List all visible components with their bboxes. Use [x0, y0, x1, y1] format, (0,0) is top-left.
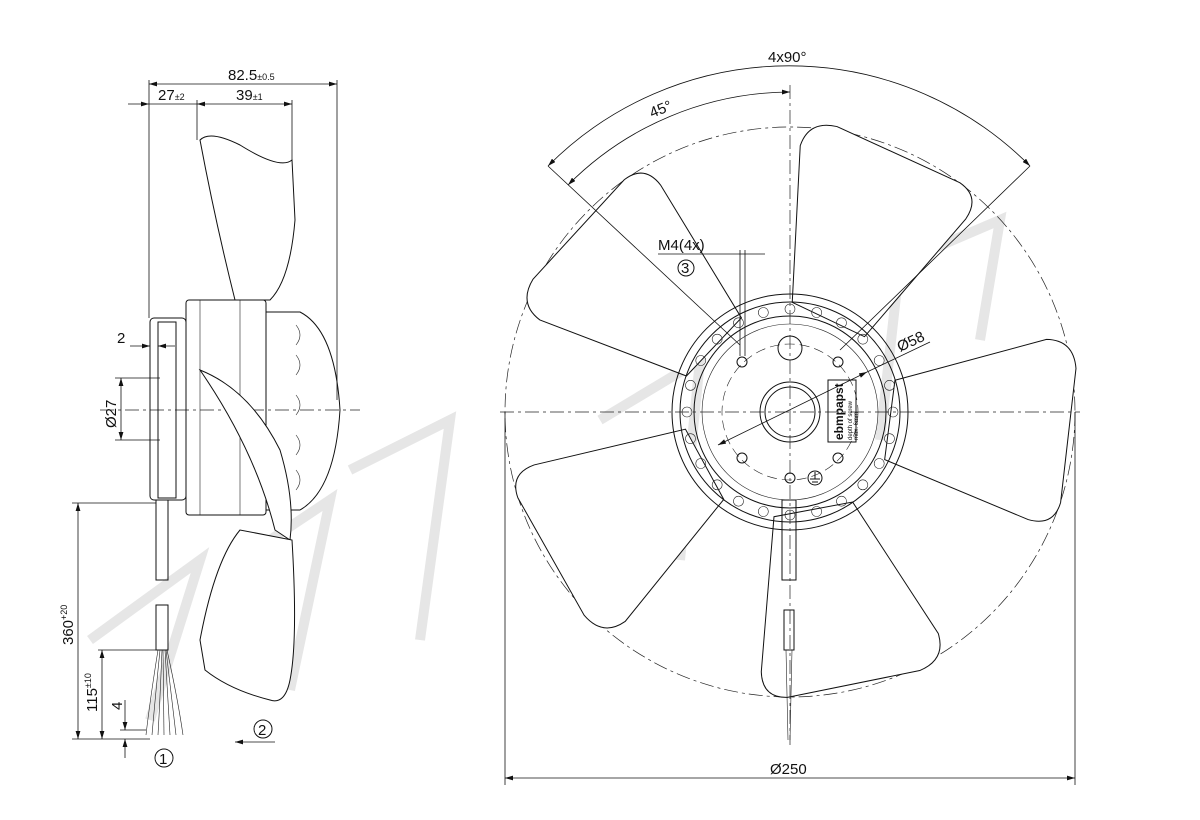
vent-hole: [695, 458, 707, 469]
blade-1: [791, 124, 973, 338]
vent-holes: [681, 303, 899, 521]
blade-side-mid: [198, 368, 292, 541]
vent-hole: [884, 433, 895, 444]
blade-side-bottom: [199, 529, 296, 702]
dim-angle-pattern: 4x90°: [768, 49, 807, 66]
side-view: [100, 135, 360, 736]
mounting-holes-m4: [736, 356, 844, 464]
vent-hole: [811, 506, 822, 517]
vent-hole: [733, 495, 744, 507]
blade-4: [515, 428, 725, 629]
cable: [155, 499, 169, 581]
vent-hole: [836, 495, 847, 507]
cooling-slots: [295, 324, 301, 491]
blade-5: [526, 172, 743, 377]
thread-spec: M4(4x): [658, 237, 705, 254]
vent-hole: [857, 333, 869, 345]
cable-end: [155, 604, 169, 651]
callout-3-circle: [677, 259, 695, 277]
callout-2: 2: [258, 722, 266, 739]
blade-side-top: [199, 135, 296, 301]
wires: [145, 649, 184, 736]
callout-2-circle: [253, 719, 273, 739]
dim-wire-end: 4: [109, 702, 126, 710]
dim-hub-dia: Ø58: [895, 328, 928, 355]
vent-hole: [758, 506, 769, 517]
side-dimensions: 82.5±0.5 27±2 39±1 2 Ø27 360+20 115±10 4…: [59, 67, 338, 768]
dim-shaft-dia: Ø27: [103, 400, 120, 428]
cable-front: [781, 499, 797, 581]
vent-hole: [811, 307, 822, 318]
dim-cable-length: 360+20: [59, 605, 77, 645]
flange-inner: [157, 321, 177, 499]
dim-rotor-depth: 39±1: [236, 87, 263, 104]
vent-hole: [873, 458, 885, 469]
flange: [149, 317, 187, 501]
front-view: ebmpapst depth of screw max. 6mm: [500, 85, 1080, 745]
dim-overall-length: 82.5±0.5: [228, 67, 275, 84]
vent-hole: [733, 317, 744, 329]
blade-3: [760, 501, 941, 698]
dim-offset: 2: [117, 330, 125, 347]
callout-3: 3: [681, 260, 689, 277]
vent-hole: [836, 317, 847, 329]
callout-1-circle: [154, 748, 174, 768]
vent-hole: [873, 355, 885, 366]
label-line-2: max. 6mm: [854, 412, 860, 440]
vent-hole: [884, 380, 895, 391]
vent-hole: [695, 355, 707, 366]
blades: [515, 124, 1077, 698]
dim-fan-dia: Ø250: [770, 761, 807, 778]
dim-flange-depth: 27±2: [158, 87, 185, 104]
vent-hole: [758, 307, 769, 318]
blade-2: [884, 338, 1077, 522]
vent-hole: [857, 479, 869, 491]
dim-angle-offset: 45°: [647, 97, 674, 121]
ground-icon: [807, 470, 823, 486]
dim-strip-length: 115±10: [83, 673, 101, 712]
callout-1: 1: [159, 751, 167, 768]
vent-hole: [685, 380, 696, 391]
vent-hole: [711, 333, 723, 345]
vent-hole: [685, 433, 696, 444]
motor-dome: [265, 311, 341, 511]
vent-hole: [711, 479, 723, 491]
